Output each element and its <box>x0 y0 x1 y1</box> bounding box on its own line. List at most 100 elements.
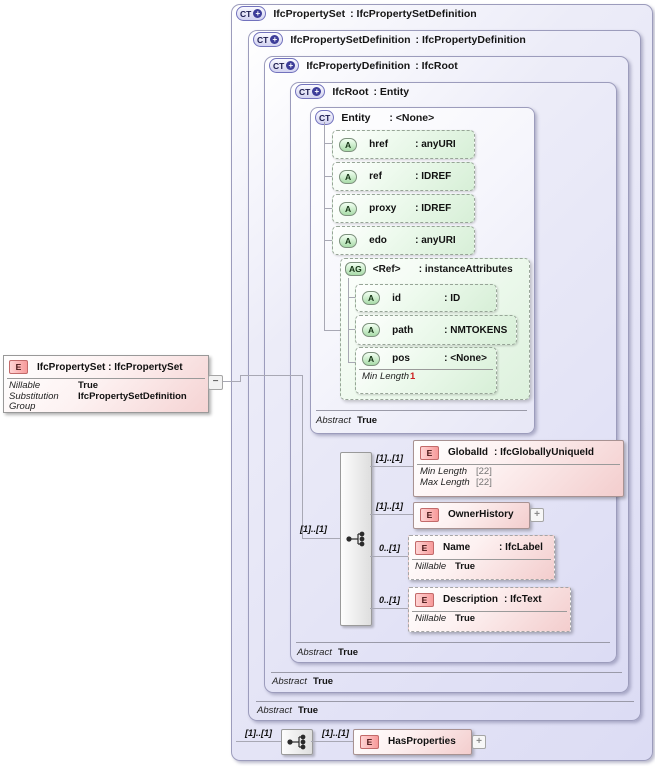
attribute-name: path <box>392 324 414 336</box>
facet-label: Nillable <box>9 380 41 391</box>
complex-type-icon[interactable]: CT+ <box>236 6 267 21</box>
ct-header-ifcpropertydefinition: CT+ IfcPropertyDefinition : IfcRoot <box>269 58 458 73</box>
connector-line <box>311 741 353 742</box>
facet-value: 1 <box>410 371 416 382</box>
ct-icon-label: CT <box>257 34 269 45</box>
attribute-ref[interactable]: A ref : IDREF <box>332 162 475 191</box>
facet-label: Abstract <box>316 415 351 426</box>
complex-type-icon[interactable]: CT+ <box>295 84 326 99</box>
attribute-type: : <None> <box>444 353 487 364</box>
collapse-icon[interactable]: − <box>208 375 223 390</box>
complex-type-icon[interactable]: CT+ <box>269 58 300 73</box>
attribute-group-icon[interactable]: AG <box>345 262 366 276</box>
cardinality-label: [1]..[1] <box>300 524 327 534</box>
facet-label: Substitution Group <box>9 390 59 412</box>
attribute-type: : IDREF <box>415 203 452 214</box>
global-element-ifcpropertyset[interactable]: E IfcPropertySet : IfcPropertySet Nillab… <box>3 355 209 413</box>
derivation-plus-icon: + <box>286 61 296 70</box>
attribute-icon: A <box>339 201 358 216</box>
facet-value: True <box>338 647 359 658</box>
footer-divider <box>296 642 610 643</box>
connector-line <box>324 176 332 177</box>
element-type: : IfcText <box>504 594 542 605</box>
facet-divider <box>7 378 205 379</box>
attribute-proxy[interactable]: A proxy : IDREF <box>332 194 475 223</box>
attribute-type: : NMTOKENS <box>444 324 508 336</box>
base-type: : <None> <box>389 111 435 124</box>
element-name: Description <box>443 594 499 605</box>
sequence-icon <box>346 531 365 547</box>
ct-icon-label: CT <box>273 60 285 71</box>
expand-icon[interactable]: + <box>472 735 486 749</box>
element-globalid[interactable]: E GlobalId : IfcGloballyUniqueId Min Len… <box>413 440 624 497</box>
ct-header-ifcpropertysetdefinition: CT+ IfcPropertySetDefinition : IfcProper… <box>253 32 526 47</box>
element-name-ifclabel[interactable]: E Name : IfcLabel Nillable True <box>408 535 555 580</box>
element-description[interactable]: E Description : IfcText Nillable True <box>408 587 571 632</box>
element-type: : IfcGloballyUniqueId <box>494 447 595 458</box>
facet-value: True <box>298 705 319 716</box>
sequence-compositor[interactable] <box>340 452 372 626</box>
sequence-compositor[interactable] <box>281 729 313 755</box>
facet-label: Min Length <box>420 466 468 477</box>
connector-line <box>240 375 302 376</box>
element-header: E Description : IfcText <box>409 588 570 611</box>
facet-list: Nillable True Substitution Group IfcProp… <box>4 379 208 415</box>
expand-icon[interactable]: + <box>530 508 544 522</box>
connector-line <box>324 208 332 209</box>
attribute-name: edo <box>369 235 387 246</box>
facet-list: Nillable True <box>409 560 554 576</box>
attribute-pos[interactable]: A pos : <None> Min Length 1 <box>355 347 497 394</box>
type-name: IfcRoot <box>332 85 369 98</box>
facet-divider <box>417 464 620 465</box>
attribute-edo[interactable]: A edo : anyURI <box>332 226 475 255</box>
element-header: E GlobalId : IfcGloballyUniqueId <box>414 441 623 464</box>
facet-substitution-group: Substitution Group IfcPropertySetDefinit… <box>9 390 203 413</box>
facet-value: True <box>78 380 99 391</box>
element-name: OwnerHistory <box>448 509 514 520</box>
facet-nillable: Nillable True <box>415 613 564 625</box>
attribute-href[interactable]: A href : anyURI <box>332 130 475 159</box>
abstract-facet: Abstract True <box>297 647 358 658</box>
cardinality-label: [1]..[1] <box>245 728 272 738</box>
facet-nillable: Nillable True <box>415 561 548 573</box>
cardinality-label: 0..[1] <box>379 595 401 605</box>
facet-value: [22] <box>476 476 492 488</box>
base-type: : Entity <box>373 85 410 98</box>
element-ownerhistory[interactable]: E OwnerHistory <box>413 502 530 529</box>
element-icon: E <box>360 734 379 749</box>
connector-line <box>222 381 240 382</box>
connector-line <box>302 375 303 538</box>
attribute-icon: A <box>362 323 381 337</box>
element-icon: E <box>420 445 439 460</box>
connector-line <box>370 608 408 609</box>
facet-divider <box>359 369 493 370</box>
element-type: : IfcLabel <box>499 542 543 553</box>
facet-min-length: Min Length [22] <box>420 466 617 478</box>
facet-label: Abstract <box>297 647 332 658</box>
element-header: E OwnerHistory <box>414 503 529 526</box>
element-header: E HasProperties <box>354 730 471 753</box>
facet-label: Min Length <box>362 371 410 382</box>
facet-list: Min Length 1 <box>356 370 496 386</box>
facet-max-length: Max Length [22] <box>420 476 617 489</box>
element-hasproperties[interactable]: E HasProperties <box>353 729 472 755</box>
element-name: Name <box>443 542 471 553</box>
base-type: : IfcPropertyDefinition <box>415 33 526 46</box>
ct-icon-label: CT <box>299 86 311 97</box>
facet-label: Max Length <box>420 476 470 488</box>
cardinality-label: [1]..[1] <box>376 453 403 463</box>
attribute-group-name: <Ref> <box>372 263 401 275</box>
connector-line <box>370 514 415 515</box>
element-icon: E <box>415 592 434 607</box>
attribute-icon: A <box>339 137 358 152</box>
attribute-path[interactable]: A path : NMTOKENS <box>355 315 517 345</box>
connector-line <box>236 741 281 742</box>
attribute-type: : anyURI <box>415 235 456 246</box>
complex-type-icon[interactable]: CT+ <box>253 32 284 47</box>
attribute-id[interactable]: A id : ID <box>355 284 497 312</box>
connector-line <box>348 329 355 330</box>
connector-line <box>324 143 332 144</box>
connector-line <box>240 375 241 382</box>
type-name: IfcPropertySetDefinition <box>290 33 411 46</box>
